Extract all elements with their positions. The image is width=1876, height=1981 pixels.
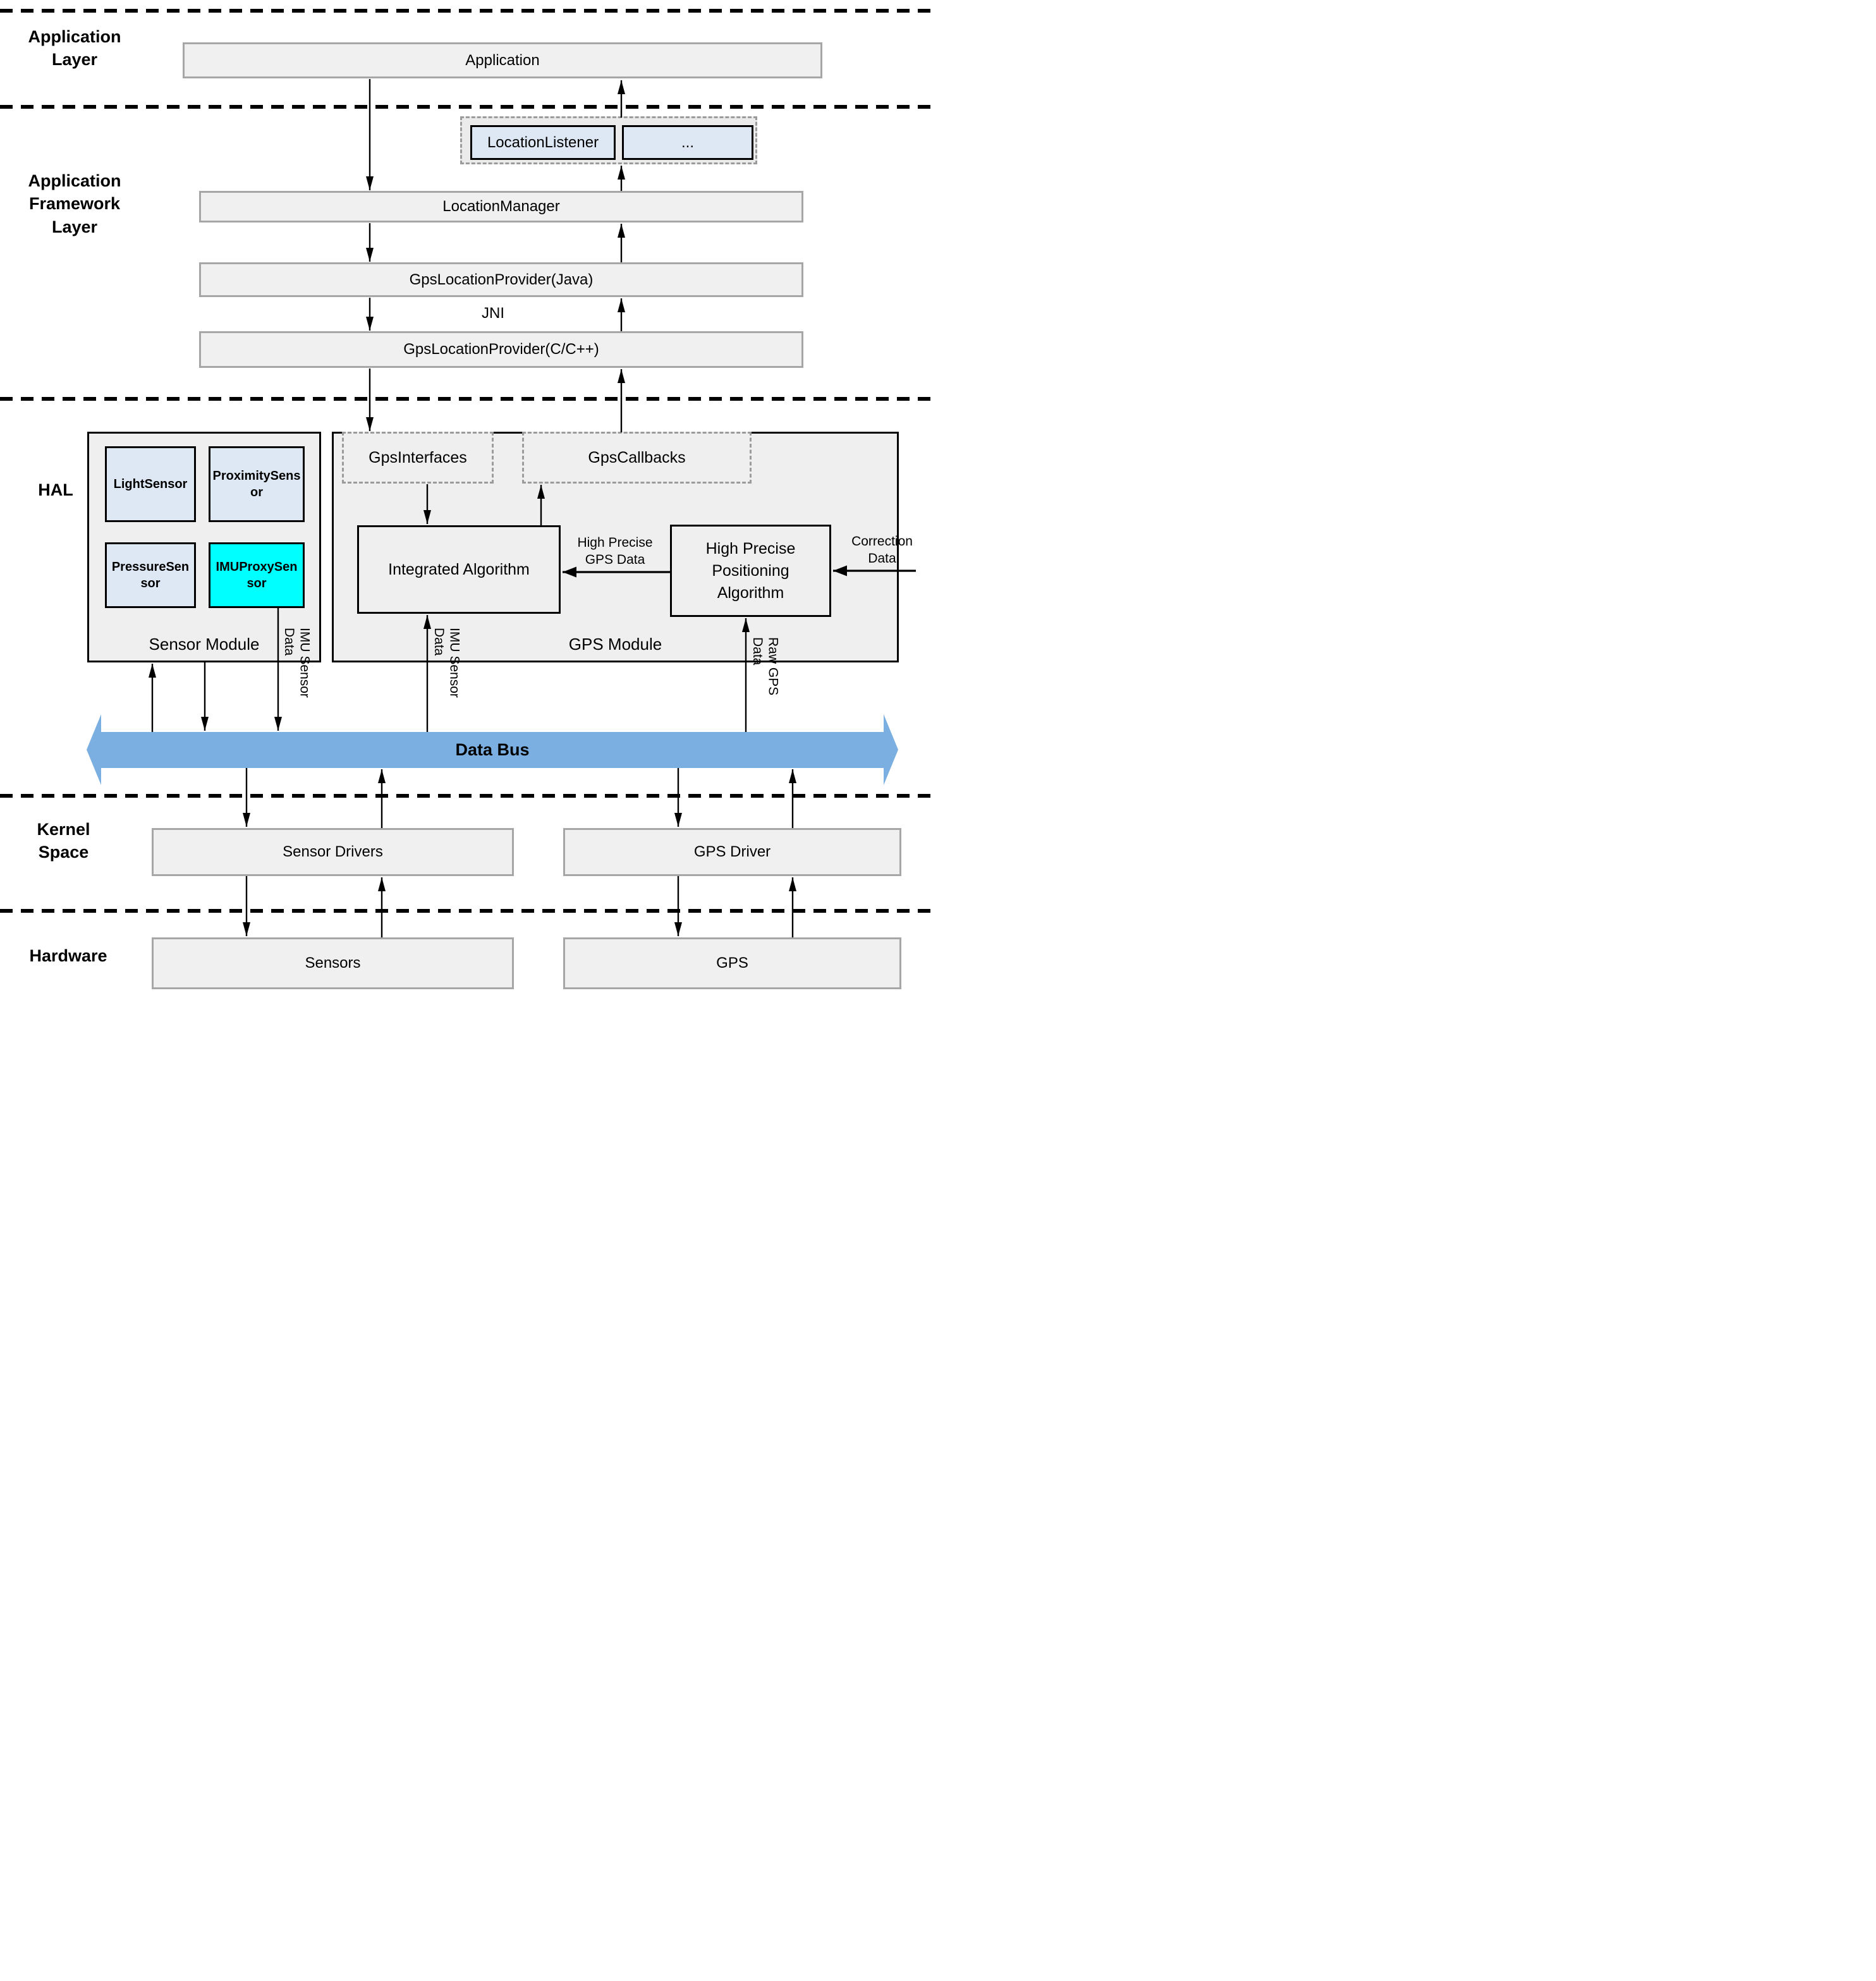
gps-module-caption: GPS Module (568, 635, 662, 654)
imu-proxy-sensor-box: IMUProxySensor (209, 542, 305, 608)
jni-label: JNI (482, 305, 504, 322)
sensors-box: Sensors (152, 937, 514, 989)
application-box: Application (183, 42, 822, 78)
application-framework-layer-label: Application Framework Layer (28, 171, 121, 236)
gps-box: GPS (563, 937, 901, 989)
gps-driver-box: GPS Driver (563, 828, 901, 876)
hal-layer-label: HAL (38, 480, 73, 499)
gps-location-provider-cpp-box: GpsLocationProvider(C/C++) (199, 331, 803, 368)
data-bus-left-arrowhead (87, 714, 101, 785)
high-precise-positioning-algorithm-box: High Precise Positioning Algorithm (670, 525, 831, 617)
gps-callbacks-box: GpsCallbacks (522, 432, 752, 484)
high-precise-gps-data-label: High Precise GPS Data (577, 535, 653, 568)
hardware-layer-label: Hardware (29, 946, 107, 965)
gps-location-provider-java-box: GpsLocationProvider(Java) (199, 262, 803, 297)
kernel-space-layer-label: Kernel Space (37, 820, 90, 862)
sensor-module-caption: Sensor Module (149, 635, 260, 654)
location-listener-box: LocationListener (470, 125, 616, 160)
layer-separator-hal-kernel (0, 794, 938, 798)
light-sensor-box: LightSensor (105, 446, 196, 522)
raw-gps-data-label: Raw GPS Data (750, 637, 781, 696)
layer-separator-framework-hal (0, 397, 938, 401)
architecture-diagram: Application Layer Application Framework … (0, 0, 938, 990)
proximity-sensor-box: ProximitySensor (209, 446, 305, 522)
correction-data-label: Correction Data (851, 534, 913, 566)
sensor-drivers-box: Sensor Drivers (152, 828, 514, 876)
integrated-algorithm-box: Integrated Algorithm (357, 525, 561, 614)
application-layer-label: Application Layer (28, 27, 121, 70)
location-manager-box: LocationManager (199, 191, 803, 222)
imu-sensor-data-label-bus: IMU Sensor Data (431, 628, 462, 698)
layer-separator-application-framework (0, 105, 938, 109)
data-bus (101, 732, 884, 768)
pressure-sensor-box: PressureSensor (105, 542, 196, 608)
data-bus-right-arrowhead (884, 714, 898, 785)
data-bus-label: Data Bus (455, 740, 530, 759)
imu-sensor-data-label-proxy: IMU Sensor Data (281, 628, 312, 698)
layer-separator-kernel-hardware (0, 909, 938, 913)
location-listener-ellipsis-box: ... (622, 125, 753, 160)
gps-interfaces-box: GpsInterfaces (342, 432, 494, 484)
layer-separator-top (0, 9, 938, 13)
